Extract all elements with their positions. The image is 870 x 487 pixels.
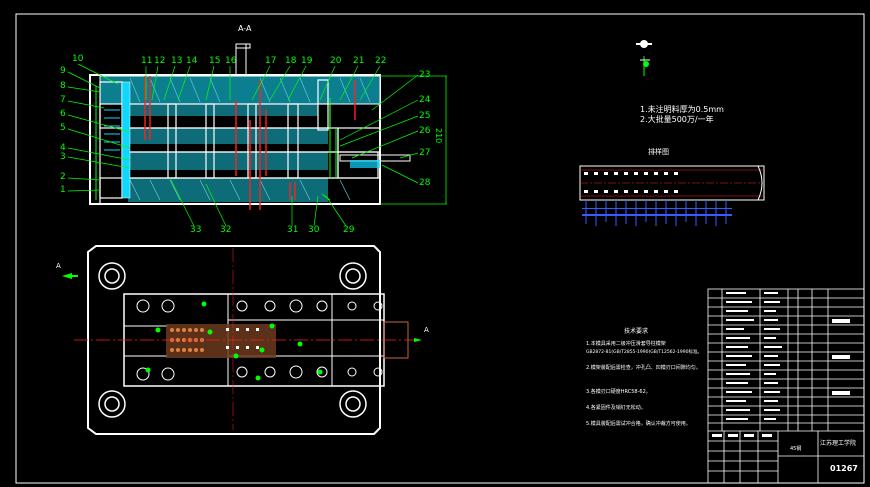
part-number: 30 — [308, 225, 320, 235]
part-note: 2.大批量500万/一年 — [640, 115, 714, 124]
part-number: 13 — [171, 56, 183, 66]
drawing-frame — [15, 13, 865, 484]
part-note: 1.未注明料厚为0.5mm — [640, 105, 724, 114]
part-number: 28 — [419, 178, 431, 188]
part-number: 10 — [72, 54, 84, 64]
plan-view — [62, 245, 422, 435]
tech-requirements-title: 技术要求 — [624, 328, 649, 335]
section-arrow-label-right: A — [424, 326, 429, 334]
part-number: 20 — [330, 56, 342, 66]
title-block-drawing-number: 01267 — [830, 464, 858, 473]
section-arrow-label-left: A — [56, 262, 61, 270]
part-number: 21 — [353, 56, 365, 66]
part-number: 11 — [141, 56, 153, 66]
part-number: 19 — [301, 56, 313, 66]
part-number: 32 — [220, 225, 232, 235]
tech-requirement-item: 5.模具装配后需试冲合格，确认冲裁方可使用。 — [586, 421, 691, 427]
title-block-fill — [712, 292, 850, 437]
part-number: 17 — [265, 56, 277, 66]
part-number: 25 — [419, 111, 431, 121]
part-number: 27 — [419, 148, 431, 158]
tech-requirement-item: 1.本模具采用二级冲压滑套导柱模架 — [586, 341, 666, 347]
section-label: A-A — [238, 24, 252, 33]
part-number: 16 — [225, 56, 237, 66]
title-block-grid — [707, 288, 865, 484]
part-number: 15 — [209, 56, 221, 66]
part-number: 18 — [285, 56, 297, 66]
title-block-material: 45钢 — [790, 446, 802, 452]
part-number: 33 — [190, 225, 202, 235]
tech-requirement-item: GB2872-81(GB/T2855-1990)GB/T12562-1990标准… — [586, 350, 702, 355]
part-number: 26 — [419, 126, 431, 136]
part-sketch — [636, 40, 652, 76]
tech-requirement-item: 2.模架装配后需检查，冲孔凸、凹模刃口间隙均匀。 — [586, 365, 701, 371]
part-number: 8 — [60, 81, 66, 91]
tech-requirement-item: 3.各模刃口硬度HRC58-62。 — [586, 389, 651, 395]
strip-layout-graphic — [579, 165, 765, 226]
section-view — [67, 43, 447, 227]
part-number: 6 — [60, 109, 66, 119]
part-number: 9 — [60, 66, 66, 76]
title-block-school: 江苏理工学院 — [820, 440, 857, 447]
part-number: 22 — [375, 56, 387, 66]
part-number: 7 — [60, 95, 66, 105]
dimension-label: 210 — [434, 128, 443, 144]
part-number: 1 — [60, 185, 66, 195]
part-number: 2 — [60, 172, 66, 182]
part-number: 5 — [60, 123, 66, 133]
part-number: 14 — [186, 56, 198, 66]
part-number: 3 — [60, 152, 66, 162]
part-number: 29 — [343, 225, 355, 235]
tech-requirement-item: 4.各紧固件及销钉无松动。 — [586, 405, 646, 411]
part-number: 12 — [154, 56, 166, 66]
part-number: 4 — [60, 143, 66, 153]
strip-layout-title: 排样图 — [648, 148, 669, 156]
part-number: 23 — [419, 70, 431, 80]
part-number: 24 — [419, 95, 431, 105]
part-number: 31 — [287, 225, 299, 235]
